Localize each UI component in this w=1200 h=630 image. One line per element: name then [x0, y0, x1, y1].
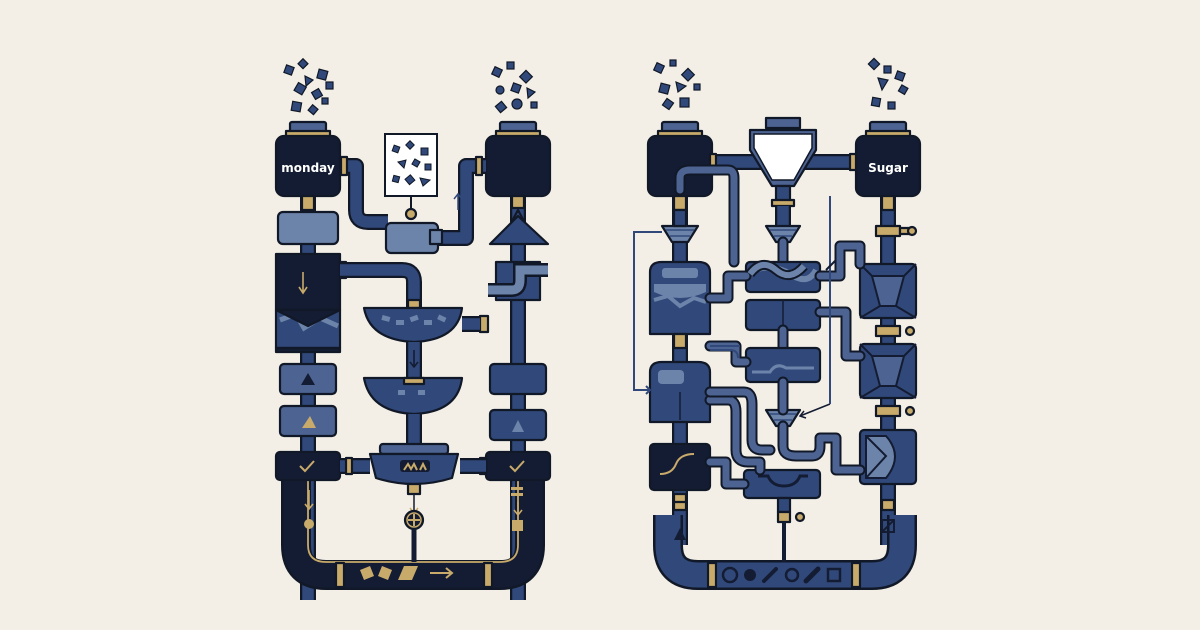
left-source-tank: monday [274, 120, 342, 212]
right-confetti-a [652, 59, 701, 111]
left-tank-label: monday [281, 161, 335, 175]
sorting-bin [384, 133, 438, 221]
left-confetti-a [283, 57, 334, 116]
left-confetti-b [490, 61, 538, 114]
right-tank-label: Sugar [868, 161, 908, 175]
mixing-bowl-2 [362, 376, 464, 416]
right-winding-tubes [674, 164, 866, 490]
right-left-column [633, 208, 712, 504]
right-right-column [858, 224, 918, 486]
left-processor-tub [340, 442, 486, 562]
right-sugar-tank: Sugar [854, 120, 922, 212]
right-source-tank [646, 120, 714, 212]
left-column-stages [274, 210, 348, 482]
left-secondary-tank [484, 120, 552, 210]
left-system-right-column [462, 208, 552, 482]
right-confetti-b [867, 57, 909, 110]
left-system: monday [274, 57, 552, 600]
bin-collector [384, 221, 444, 255]
left-bottom-manifold [281, 475, 545, 590]
central-funnel [708, 116, 858, 244]
mixing-bowl-1 [362, 298, 464, 344]
right-system: Sugar [633, 57, 922, 590]
right-bottom-manifold [653, 498, 917, 590]
